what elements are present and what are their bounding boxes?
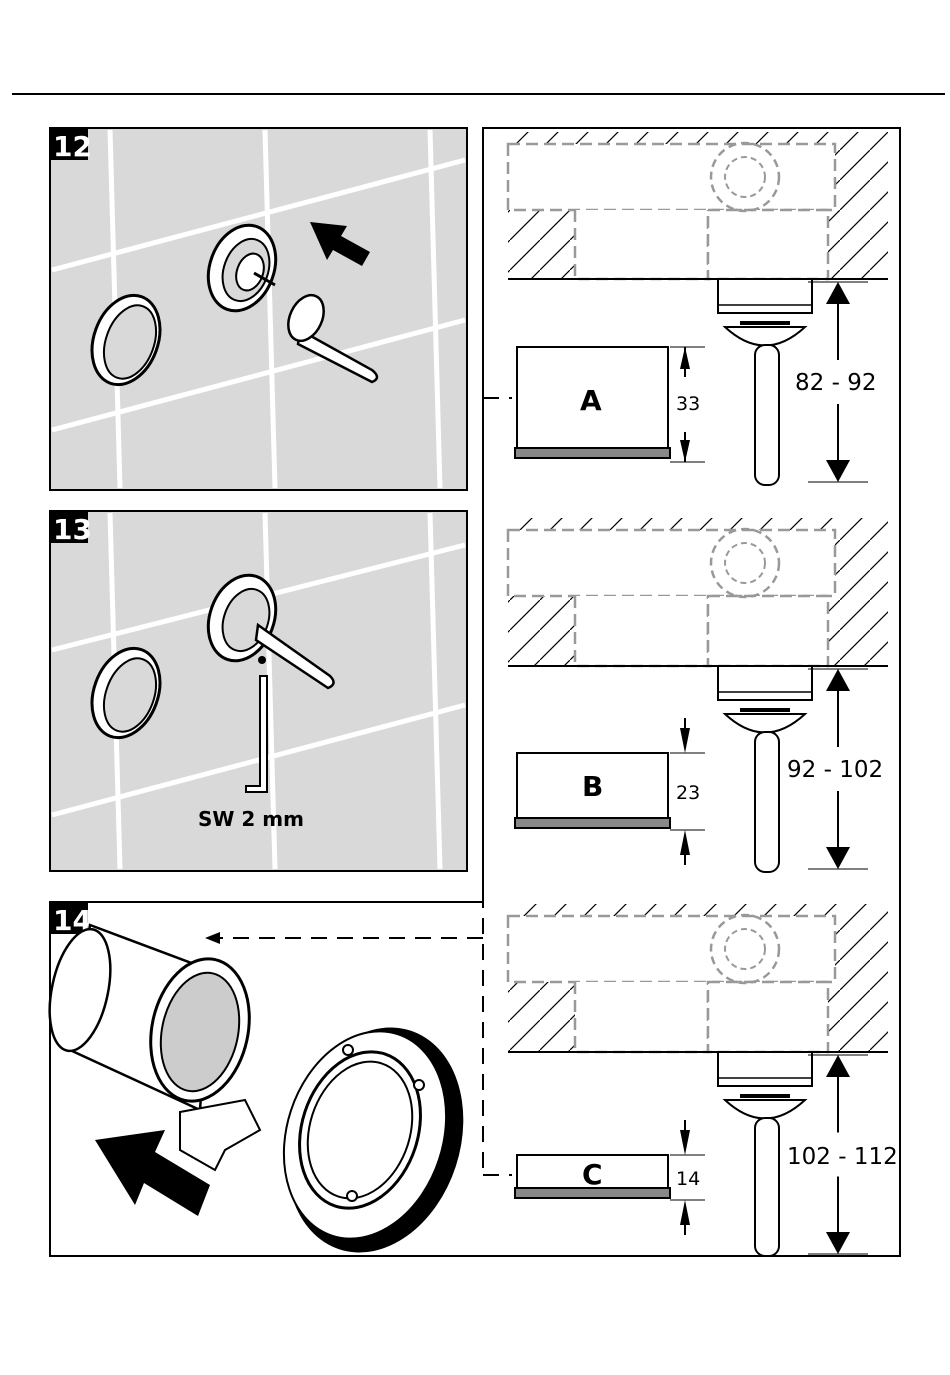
variant-b-hidden-stub xyxy=(575,596,708,666)
step-13-number: 13 xyxy=(53,513,92,546)
variant-a-sleeve-base xyxy=(515,448,670,458)
variant-a-letter: A xyxy=(580,384,602,417)
variant-b-range: 92 - 102 xyxy=(787,757,883,783)
variant-c-range-arrow-bot xyxy=(826,1232,850,1254)
variant-a-range-arrow-bot xyxy=(826,460,850,482)
variant-b-cartridge xyxy=(718,666,812,700)
variant-b-stem xyxy=(755,732,779,872)
variant-a-hidden-stub xyxy=(575,210,708,279)
tool-size-label: SW 2 mm xyxy=(198,807,304,831)
step-12-number: 12 xyxy=(53,130,92,163)
variant-c-cartridge xyxy=(718,1052,812,1086)
variant-b-range-arrow-bot xyxy=(826,847,850,869)
variant-a-height: 33 xyxy=(676,393,700,415)
variant-b-sleeve-base xyxy=(515,818,670,828)
step-12-panel: 12 xyxy=(50,128,467,490)
variant-a-cartridge xyxy=(718,279,812,313)
variant-a-cap xyxy=(725,327,805,346)
variant-b-height: 23 xyxy=(676,782,700,804)
variant-c-hidden-stub xyxy=(575,982,708,1052)
variant-a-dim-arrow-bot xyxy=(680,440,690,462)
variant-c-letter: C xyxy=(582,1158,603,1191)
threaded-sleeve xyxy=(40,924,262,1111)
variant-c-height: 14 xyxy=(676,1168,700,1190)
variant-b-letter: B xyxy=(582,770,603,803)
variant-b-range-arrow-top xyxy=(826,669,850,691)
step-13-panel: 13 SW 2 mm xyxy=(50,511,467,871)
variant-b-hidden-body xyxy=(508,530,835,596)
variant-b-dim-arrow-bot xyxy=(680,830,690,855)
variant-a-hidden-body xyxy=(508,144,835,210)
variant-c-stem xyxy=(755,1118,779,1256)
variant-diagrams xyxy=(508,132,888,1256)
variant-b-hidden-housing xyxy=(708,596,828,666)
variant-c-range: 102 - 112 xyxy=(787,1144,898,1170)
variant-c-hidden-housing xyxy=(708,982,828,1052)
variant-b-cap xyxy=(725,714,805,733)
variant-c-range-arrow-top xyxy=(826,1055,850,1077)
variant-a-stem xyxy=(755,345,779,485)
variant-a-range: 82 - 92 xyxy=(795,370,876,396)
variant-c-dim-arrow-bot xyxy=(680,1200,690,1225)
variant-a-hidden-housing xyxy=(708,210,828,279)
variant-a-range-arrow-top xyxy=(826,282,850,304)
variant-c-hidden-body xyxy=(508,916,835,982)
variant-c-cap xyxy=(725,1100,805,1119)
